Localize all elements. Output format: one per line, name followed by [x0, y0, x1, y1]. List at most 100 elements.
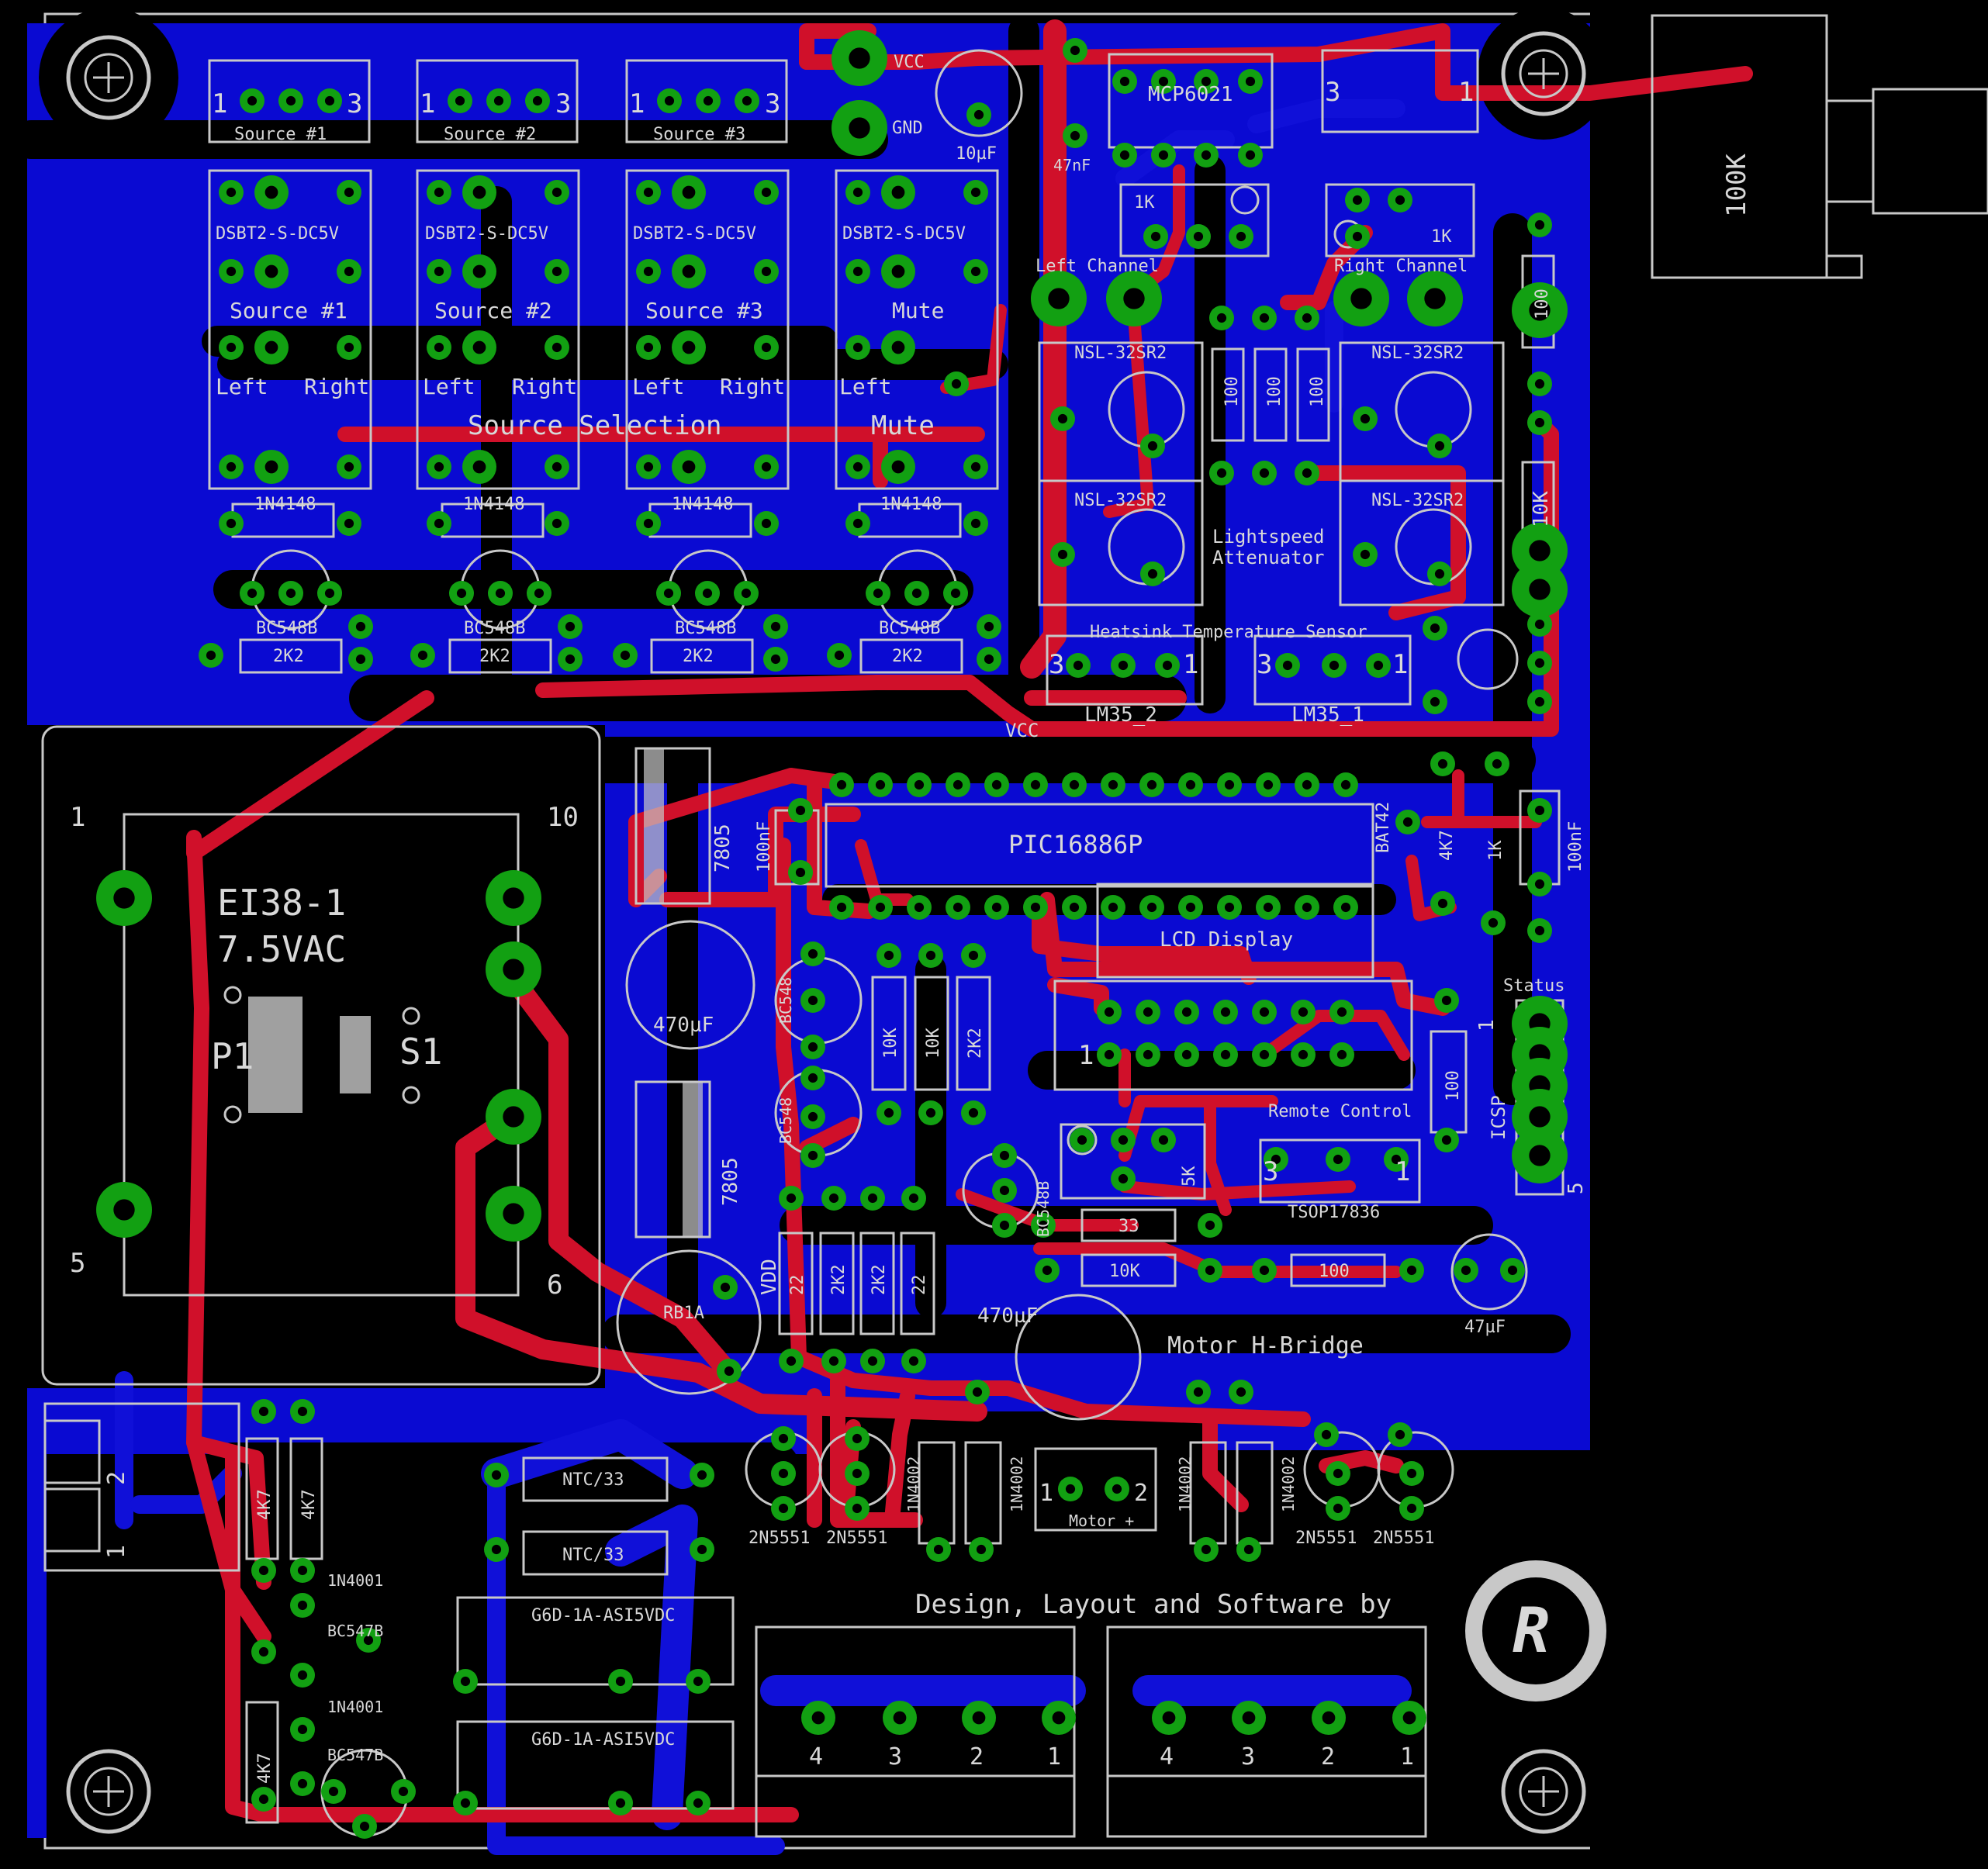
pad-drill [1395, 1429, 1405, 1440]
pad-drill [1048, 288, 1070, 309]
pad-drill [950, 588, 961, 599]
pad-drill [849, 47, 870, 69]
label-bc548: BC548 [776, 1097, 795, 1144]
pad-drill [1104, 1007, 1115, 1017]
pad-drill [1434, 440, 1445, 451]
pad-drill [1406, 1265, 1417, 1276]
label-pin3: 3 [1263, 1156, 1278, 1187]
label-cap-47nf: 47nF [1053, 156, 1091, 174]
pad-drill [1118, 1173, 1129, 1184]
label-pic: PIC16886P [1008, 830, 1143, 859]
label-relay4-name: Mute [892, 298, 944, 323]
pad-drill [834, 650, 845, 661]
label-2k2: 2K2 [966, 1028, 985, 1059]
pad-drill [1070, 45, 1080, 56]
pad-drill [491, 1544, 502, 1555]
pad-drill [682, 264, 696, 278]
pad-drill [911, 588, 922, 599]
pad-drill [682, 185, 696, 199]
label-pot-100k: 100K [1721, 154, 1752, 217]
pad-drill [1336, 1007, 1347, 1017]
pad-drill [1298, 1007, 1309, 1017]
label-left: Left [632, 374, 684, 399]
pad-drill [891, 264, 905, 278]
pad-drill [1488, 917, 1499, 928]
pad-drill [503, 887, 524, 909]
pad-drill [778, 1433, 789, 1444]
pad-drill [852, 461, 863, 472]
silkscreen-text: Source #1 Source #2 Source #3 1 3 1 3 1 … [70, 53, 1752, 1784]
pad-drill [206, 650, 216, 661]
label-rb1a: RB1A [663, 1304, 704, 1323]
pad-drill [1529, 299, 1551, 321]
label-term-1: 1 [1400, 1743, 1414, 1771]
pad-drill [852, 342, 863, 353]
pad-drill [258, 1794, 269, 1805]
pad-drill [1236, 1387, 1246, 1397]
pad-drill [434, 187, 444, 198]
pad-drill [682, 460, 696, 474]
pad-drill [434, 266, 444, 277]
pad-drill [1185, 779, 1196, 790]
label-pin3: 3 [1257, 649, 1272, 680]
pad-drill [807, 1042, 818, 1052]
pad-drill [493, 95, 504, 106]
pad-drill [1492, 758, 1502, 769]
label-2k2: 2K2 [479, 647, 510, 666]
label-pin3: 3 [555, 88, 571, 119]
pad-drill [1434, 568, 1445, 579]
pad-drill [264, 185, 278, 199]
label-relay-part: DSBT2-S-DC5V [633, 224, 756, 244]
pad-drill [264, 340, 278, 354]
label-bc548b: BC548B [675, 619, 736, 638]
pad-drill [807, 1150, 818, 1161]
pad-drill [328, 1786, 339, 1797]
label-term-3: 3 [888, 1743, 902, 1771]
label-g6d: G6D-1A-ASI5VDC [531, 1730, 675, 1750]
pad-drill [643, 461, 654, 472]
pad-drill [807, 995, 818, 1006]
pad-drill [972, 1711, 986, 1725]
label-nsl: NSL-32SR2 [1371, 491, 1464, 510]
label-pin1: 1 [1395, 1156, 1410, 1187]
pad-drill [503, 1106, 524, 1128]
pad-drill [1529, 1106, 1551, 1128]
pad-drill [1205, 1265, 1215, 1276]
pad-drill [1534, 879, 1545, 890]
pad-drill [953, 902, 963, 913]
pad-drill [615, 1676, 626, 1687]
pad-drill [1245, 76, 1256, 87]
label-100nf: 100nF [755, 821, 774, 872]
label-heatsink: Heatsink Temperature Sensor [1090, 623, 1367, 642]
pad-drill [953, 779, 963, 790]
pad-drill [925, 1107, 936, 1118]
pad-drill [1193, 1387, 1204, 1397]
pour-cutout-right [1590, 0, 1988, 1869]
label-s1: S1 [399, 1031, 442, 1073]
pad-drill [1430, 623, 1440, 634]
mount-holes [84, 49, 1568, 1816]
pad-drill [1402, 1711, 1416, 1725]
pad-drill [849, 117, 870, 139]
label-1n4002: 1N4002 [1008, 1456, 1026, 1512]
pad-drill [551, 461, 562, 472]
pad-drill [1259, 1265, 1270, 1276]
pad-drill [1406, 1503, 1417, 1514]
label-relay-part: DSBT2-S-DC5V [216, 224, 339, 244]
label-right: Right [304, 374, 369, 399]
pad-drill [925, 950, 936, 961]
pad-drill [359, 1821, 370, 1832]
top-traces [186, 19, 1753, 1822]
pad-drill [852, 266, 863, 277]
label-remote: Remote Control [1268, 1102, 1412, 1121]
pad-drill [297, 1565, 308, 1576]
pad-drill [1340, 902, 1351, 913]
pad-drill [867, 1356, 878, 1366]
silkscreen [41, 14, 1988, 1838]
label-vdd: VDD [758, 1259, 781, 1295]
pad-drill [852, 1503, 863, 1514]
pad-drill [643, 187, 654, 198]
pad-drill [264, 460, 278, 474]
pad-drill [1042, 1265, 1053, 1276]
pad-drill [258, 1565, 269, 1576]
